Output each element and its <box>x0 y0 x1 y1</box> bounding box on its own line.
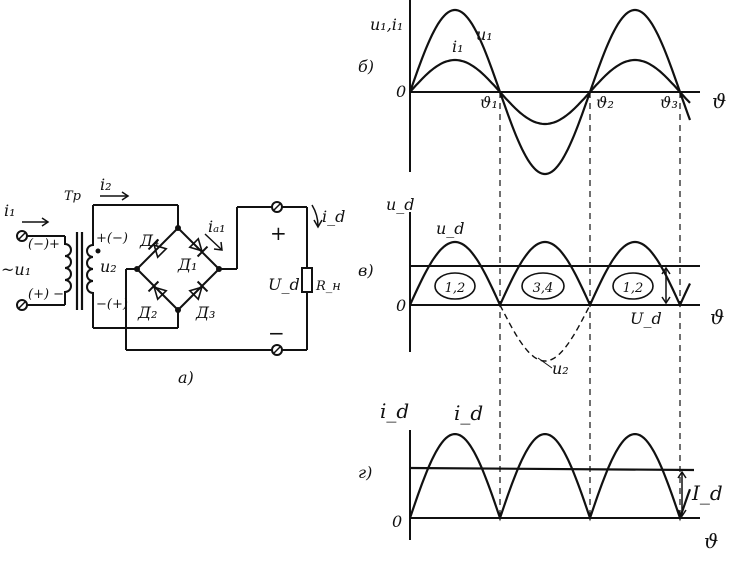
label-d1: Д₁ <box>177 255 197 274</box>
caption-a: а) <box>178 368 194 387</box>
seg1-label: 1,2 <box>445 281 466 296</box>
output-terminal-minus-slash <box>272 345 282 355</box>
graph-g-id-label: i_d <box>454 401 483 425</box>
bridge-arm-d4 <box>136 227 179 270</box>
label-primary-bottom-polarity: (+) − <box>28 287 64 302</box>
label-ia1: iₐ₁ <box>208 217 226 236</box>
graph-b-caption: б) <box>358 57 374 76</box>
graph-b-t3: ϑ₃ <box>660 93 678 112</box>
seg1-ring <box>434 272 476 300</box>
graph-b-ylabel: u₁,i₁ <box>370 15 403 34</box>
curve-id <box>408 433 692 522</box>
secondary-winding <box>86 205 94 328</box>
diode-d4-symbol <box>147 238 168 259</box>
graph-v-caption: в) <box>358 261 374 280</box>
seg3-label: 1,2 <box>623 281 644 296</box>
label-id: i_d <box>322 207 345 226</box>
diode-d2-symbol <box>147 280 168 301</box>
bridge-rectifier-circuit: i₁ Тр i₂ (−)+ (+) − ~u₁ +(−) u₂ −(+) Д₄ … <box>1 175 345 387</box>
node-top <box>175 225 181 231</box>
graph-b-t2: ϑ₂ <box>596 93 614 112</box>
graph-g-average-line <box>409 466 695 472</box>
label-u1: ~u₁ <box>1 260 31 279</box>
label-secondary-top-polarity: +(−) <box>96 231 128 246</box>
curve-u2-dashed <box>499 304 591 362</box>
curve-i1 <box>409 58 691 126</box>
label-Ud-circuit: U_d <box>268 275 300 294</box>
secondary-dot <box>95 248 101 254</box>
load-resistor <box>301 267 313 293</box>
curve-u1 <box>408 8 692 176</box>
label-load: R_н <box>315 279 341 294</box>
graph-b-u1-label: u₁ <box>476 25 493 44</box>
arrow-id <box>311 204 323 229</box>
node-bottom <box>175 307 181 313</box>
graph-g-xlabel: ϑ <box>704 529 718 553</box>
graph-b-zero: 0 <box>396 82 406 101</box>
label-secondary-bottom-polarity: −(+) <box>96 297 128 312</box>
label-plus: + <box>270 221 287 245</box>
graph-g: i_d i_d 0 ϑ I_d г) <box>358 399 723 553</box>
graph-v-ylabel: u_d <box>386 195 415 214</box>
Ud-arrow <box>661 266 671 305</box>
diode-d1-symbol <box>188 237 209 258</box>
arrow-i2 <box>100 191 130 201</box>
label-i1: i₁ <box>4 201 16 220</box>
output-terminal-plus-slash <box>272 202 282 212</box>
diode-bridge <box>134 225 222 313</box>
graph-v-xlabel: ϑ <box>710 305 724 329</box>
label-i2: i₂ <box>100 175 112 194</box>
seg2-ring <box>521 272 565 300</box>
seg3-ring <box>612 272 654 300</box>
label-transformer: Тр <box>64 189 82 204</box>
seg2-label: 3,4 <box>533 281 554 296</box>
graph-g-ylabel: i_d <box>380 399 409 423</box>
graph-g-caption: г) <box>358 463 372 482</box>
diode-d3-symbol <box>188 280 209 301</box>
label-u2: u₂ <box>100 257 117 276</box>
graph-v-ud-label: u_d <box>436 219 465 238</box>
bridge-arm-d2 <box>136 268 179 311</box>
label-d4: Д₄ <box>139 231 159 250</box>
graph-v-zero: 0 <box>396 296 406 315</box>
input-terminal-top-slash <box>17 231 27 241</box>
bridge-arm-d3 <box>177 268 220 311</box>
label-d3: Д₃ <box>195 303 215 322</box>
graph-v: 1,2 3,4 1,2 u_d u_d 0 ϑ U_d u₂ в) <box>358 195 724 378</box>
graph-b: u₁,i₁ 0 ϑ u₁ i₁ ϑ₁ ϑ₂ ϑ₃ б) <box>358 0 726 176</box>
graph-v-u2-label: u₂ <box>552 359 569 378</box>
graph-v-u2-leader <box>537 357 553 369</box>
graph-g-zero: 0 <box>392 512 402 531</box>
arrow-ia1 <box>204 233 223 251</box>
graph-g-Id-label: I_d <box>691 481 723 505</box>
graph-b-t1: ϑ₁ <box>480 93 498 112</box>
graph-b-i1-label: i₁ <box>452 37 464 56</box>
arrow-i1 <box>22 217 50 227</box>
label-primary-top-polarity: (−)+ <box>28 237 60 252</box>
label-d2: Д₂ <box>137 303 157 322</box>
graph-v-Ud-label: U_d <box>630 309 662 328</box>
Id-arrow <box>677 470 687 518</box>
input-terminal-bottom-slash <box>17 300 27 310</box>
curve-ud <box>408 240 691 308</box>
bridge-arm-d1 <box>177 227 220 270</box>
label-minus: − <box>268 321 285 345</box>
primary-winding <box>64 236 72 305</box>
graph-b-xlabel: ϑ <box>712 89 726 113</box>
